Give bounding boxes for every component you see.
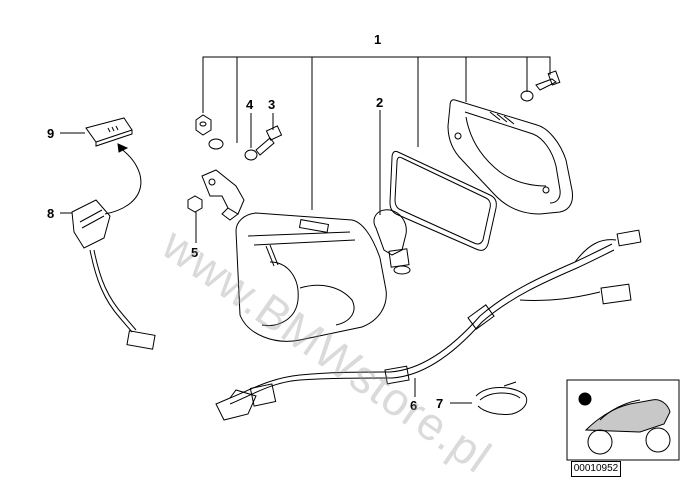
mounting-bracket	[201, 169, 245, 221]
hex-nut-top	[195, 114, 212, 136]
plug-connector	[71, 199, 156, 350]
lens-screw	[535, 70, 561, 91]
callout-7: 7	[436, 396, 444, 411]
wiring-harness	[215, 229, 642, 421]
callout-5: 5	[191, 245, 199, 260]
washer-top	[208, 138, 224, 150]
bracket-screw	[255, 125, 283, 156]
callout-6: 6	[410, 398, 418, 413]
callout-9: 9	[47, 126, 55, 141]
tail-light-housing	[235, 212, 387, 342]
arrow-head	[117, 143, 129, 153]
callout-2: 2	[376, 95, 384, 110]
motorcycle-thumbnail	[566, 379, 680, 461]
bulb	[373, 209, 411, 275]
connector-arrow-line	[104, 147, 142, 215]
bracket-washer	[244, 149, 258, 161]
callout-8: 8	[47, 206, 55, 221]
callout-1-leader-bracket	[202, 56, 551, 210]
hex-nut-5	[187, 195, 203, 213]
lens-washer	[520, 90, 534, 102]
connector-cover	[85, 117, 133, 147]
reference-code: 00010952	[571, 461, 621, 477]
tail-light-lens	[447, 99, 573, 215]
lens-gasket	[389, 150, 497, 251]
callout-4: 4	[246, 97, 254, 112]
callout-1: 1	[374, 32, 382, 47]
cable-clamp	[475, 381, 528, 415]
callout-3: 3	[268, 97, 276, 112]
